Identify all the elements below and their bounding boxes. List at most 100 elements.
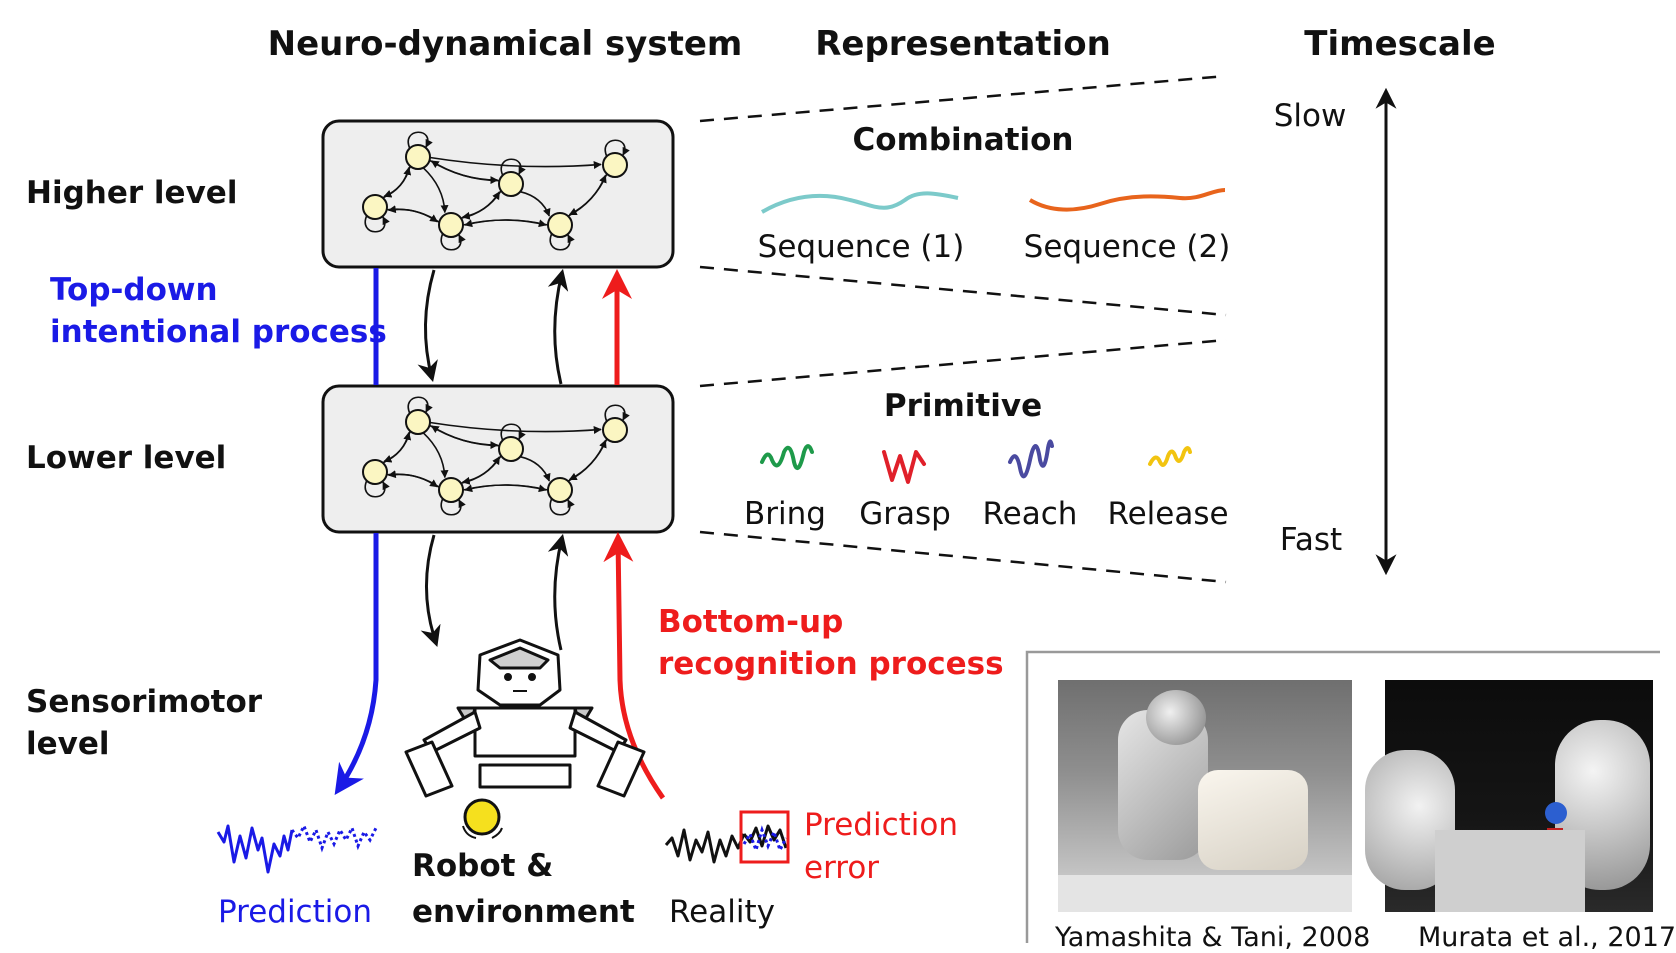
grasp-label: Grasp <box>859 496 951 532</box>
caption-murata: Murata et al., 2017 <box>1418 922 1676 953</box>
robot-environment-line1: Robot & <box>412 848 553 884</box>
robot-base <box>478 763 572 789</box>
network-connection <box>464 484 549 493</box>
network-node <box>498 436 524 462</box>
label-bottomup-line2: recognition process <box>658 646 1004 682</box>
network-node <box>362 459 388 485</box>
robot-photo-head <box>1146 690 1206 745</box>
network-connection <box>429 421 602 434</box>
network-connection <box>460 191 501 220</box>
network-self-loop <box>604 404 630 423</box>
robot-torso <box>473 706 577 758</box>
network-node <box>602 152 628 178</box>
network-self-loop <box>549 497 575 516</box>
caption-yamashita-tani: Yamashita & Tani, 2008 <box>1055 922 1371 953</box>
network-node <box>438 212 464 238</box>
network-node <box>547 477 573 503</box>
network-self-loop <box>500 423 526 442</box>
timescale-slow: Slow <box>1274 98 1347 134</box>
bring-label: Bring <box>744 496 826 532</box>
label-topdown-line2: intentional process <box>50 314 387 350</box>
higher-level-network <box>321 119 675 269</box>
header-timescale: Timescale <box>1304 24 1495 64</box>
lower-level-network <box>321 384 675 534</box>
network-connection <box>386 208 439 223</box>
label-topdown-line1: Top-down <box>50 272 218 308</box>
network-connection <box>386 473 439 488</box>
prediction-signal <box>216 822 378 874</box>
combination-title: Combination <box>853 122 1074 158</box>
reach-squiggle <box>1008 439 1054 479</box>
robot-environment-line2: environment <box>412 894 635 930</box>
network-self-loop <box>407 131 433 150</box>
blue-ball <box>1545 802 1567 824</box>
prediction-error-line1: Prediction <box>804 807 958 843</box>
sequence-2-label: Sequence (2) <box>1024 229 1231 265</box>
table-surface-2 <box>1435 830 1585 912</box>
up-arrow-robot-to-low <box>547 533 569 651</box>
sequence-1-label: Sequence (1) <box>758 229 965 265</box>
header-representation: Representation <box>815 24 1111 64</box>
network-node <box>547 212 573 238</box>
sequence-2-curve <box>1028 188 1226 212</box>
bring-squiggle <box>760 444 814 471</box>
network-node <box>438 477 464 503</box>
up-arrow-low-to-high <box>547 268 569 385</box>
robot-pictogram <box>404 638 646 798</box>
object-block <box>1198 770 1308 870</box>
table-surface <box>1058 875 1352 912</box>
bottomup-arrow-lower <box>603 532 666 800</box>
network-connection <box>520 455 551 482</box>
release-squiggle <box>1148 446 1192 467</box>
photo-panel-frame <box>1025 650 1660 943</box>
network-node <box>405 409 431 435</box>
network-node <box>362 194 388 220</box>
label-sensorimotor-line2: level <box>26 726 110 762</box>
primitive-title: Primitive <box>884 388 1042 424</box>
network-self-loop <box>364 479 390 498</box>
network-connection <box>568 438 608 481</box>
down-arrow-low-to-robot <box>420 534 441 647</box>
photo-murata-2017 <box>1365 680 1653 912</box>
network-connection <box>460 456 501 485</box>
network-connection <box>429 156 602 169</box>
timescale-fast: Fast <box>1280 522 1342 558</box>
network-node <box>602 417 628 443</box>
network-self-loop <box>604 139 630 158</box>
network-connection <box>382 166 412 199</box>
label-bottomup-line1: Bottom-up <box>658 604 843 640</box>
network-self-loop <box>364 214 390 233</box>
network-connection <box>422 432 449 479</box>
network-connection <box>520 190 551 217</box>
network-self-loop <box>407 396 433 415</box>
down-arrow-high-to-low <box>417 269 438 383</box>
network-self-loop <box>440 497 466 516</box>
prediction-error-box <box>739 810 790 864</box>
prediction-label: Prediction <box>218 894 372 930</box>
network-self-loop <box>549 232 575 251</box>
photo-yamashita-tani-2008 <box>1058 680 1352 912</box>
label-lower-level: Lower level <box>26 440 226 476</box>
network-connection <box>464 219 549 228</box>
network-connection <box>382 431 412 464</box>
dashed-projection-lines <box>699 74 1227 584</box>
reach-label: Reach <box>983 496 1078 532</box>
network-self-loop <box>500 158 526 177</box>
network-connection <box>430 160 500 182</box>
reality-signal <box>664 810 790 864</box>
reality-label: Reality <box>669 894 775 930</box>
topdown-arrow-lower <box>334 533 379 795</box>
header-neuro-dynamical-system: Neuro-dynamical system <box>268 24 743 64</box>
network-node <box>498 171 524 197</box>
prediction-error-line2: error <box>804 850 879 886</box>
network-connection <box>430 425 500 447</box>
sequence-1-curve <box>761 191 959 214</box>
network-connection <box>422 167 449 214</box>
network-connection <box>568 173 608 216</box>
ball-icon <box>462 798 503 839</box>
label-higher-level: Higher level <box>26 175 237 211</box>
network-self-loop <box>440 232 466 251</box>
label-sensorimotor-line1: Sensorimotor <box>26 684 263 720</box>
grasp-squiggle <box>882 450 926 484</box>
